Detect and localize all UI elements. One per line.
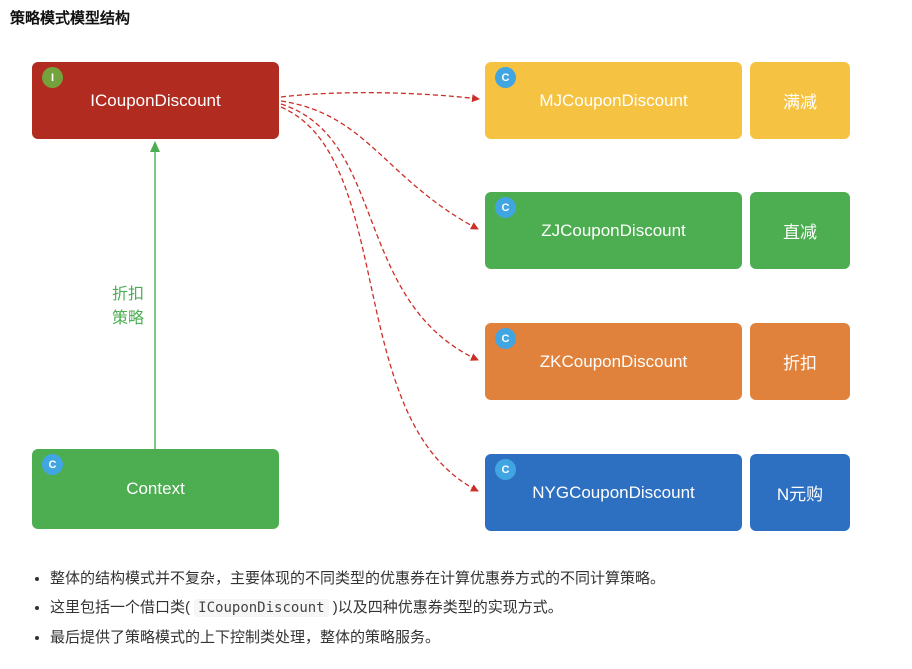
arrow-to-zkcoupondiscount (280, 103, 479, 361)
bullet-text: 整体的结构模式并不复杂，主要体现的不同类型的优惠券在计算优惠券方式的不同计算策略… (50, 570, 666, 587)
impl-box-label: ZJCouponDiscount (541, 220, 686, 240)
impl-box-nygcoupondiscount: C NYGCouponDiscount (485, 454, 742, 531)
tag-box-manjian: 满减 (750, 62, 850, 139)
impl-box-mjcoupondiscount: C MJCouponDiscount (485, 62, 742, 139)
context-to-interface-arrowhead (150, 141, 160, 152)
class-badge-icon: C (495, 67, 516, 88)
tag-box-nyuangou: N元购 (750, 454, 850, 531)
context-box-label: Context (126, 479, 185, 498)
inline-code: ICouponDiscount (194, 599, 329, 617)
tag-label: 直减 (783, 223, 817, 242)
class-badge-icon: C (495, 197, 516, 218)
interface-box-label: ICouponDiscount (90, 90, 221, 110)
summary-bullet-list: 整体的结构模式并不复杂，主要体现的不同类型的优惠券在计算优惠券方式的不同计算策略… (32, 568, 892, 656)
impl-box-label: ZKCouponDiscount (539, 351, 688, 371)
interface-box-icoupondiscount: I ICouponDiscount (32, 62, 279, 139)
tag-box-zhijian: 直减 (750, 192, 850, 269)
tag-label: 折扣 (783, 354, 817, 373)
class-badge-icon: C (42, 454, 63, 475)
class-badge-icon: C (495, 459, 516, 480)
impl-box-label: NYGCouponDiscount (532, 482, 695, 502)
impl-box-zkcoupondiscount: C ZKCouponDiscount (485, 323, 742, 400)
tag-label: N元购 (776, 485, 824, 504)
page-title: 策略模式模型结构 (10, 10, 131, 27)
bullet-item: 这里包括一个借口类( ICouponDiscount )以及四种优惠券类型的实现… (50, 597, 892, 619)
impl-box-zjcoupondiscount: C ZJCouponDiscount (485, 192, 742, 269)
tag-label: 满减 (783, 93, 817, 112)
arrow-to-mjcoupondiscount (280, 92, 480, 103)
class-badge-icon: C (495, 328, 516, 349)
interface-badge-icon: I (42, 67, 63, 88)
bullet-item: 整体的结构模式并不复杂，主要体现的不同类型的优惠券在计算优惠券方式的不同计算策略… (50, 568, 892, 589)
bullet-text: )以及四种优惠券类型的实现方式。 (328, 599, 563, 616)
strategy-arrow-label: 折扣 策略 (111, 286, 144, 327)
bullet-item: 最后提供了策略模式的上下控制类处理，整体的策略服务。 (50, 627, 892, 648)
strategy-pattern-diagram: I ICouponDiscount 折扣 策略 C Context C MJCo… (0, 40, 912, 560)
bullet-text: 最后提供了策略模式的上下控制类处理，整体的策略服务。 (50, 629, 441, 646)
context-box: C Context (32, 449, 279, 529)
tag-box-zhekou: 折扣 (750, 323, 850, 400)
arrow-to-zjcoupondiscount (280, 100, 479, 230)
bullet-text: 这里包括一个借口类( (50, 599, 195, 616)
arrow-to-nygcoupondiscount (280, 106, 479, 492)
impl-box-label: MJCouponDiscount (539, 90, 688, 110)
